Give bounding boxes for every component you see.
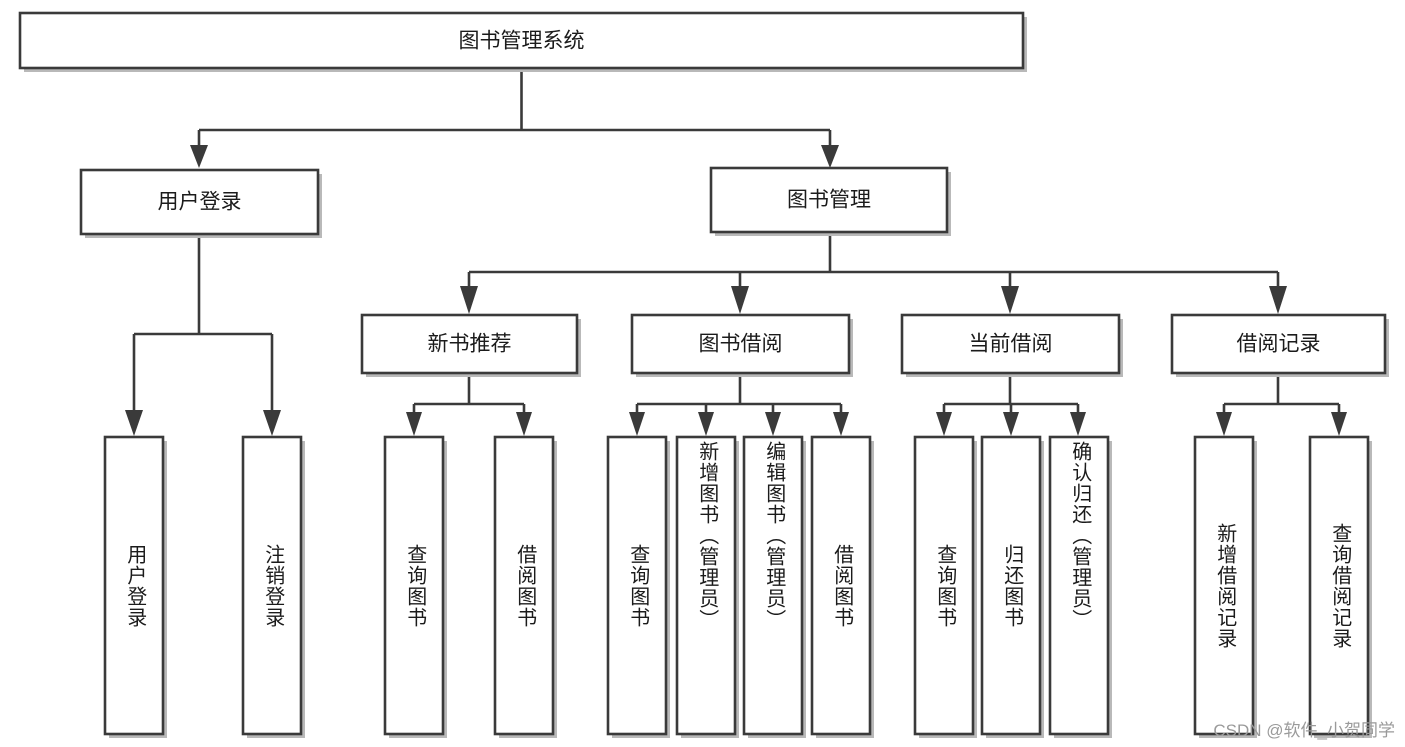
node-leaf-query-record[interactable] <box>1308 435 1370 736</box>
node-book-management[interactable] <box>709 166 949 234</box>
node-new-book-recommend[interactable] <box>360 313 579 375</box>
arrowhead-leaf-user-login <box>125 410 143 436</box>
node-current-borrow[interactable] <box>900 313 1121 375</box>
arrowhead-leaf-add-book <box>698 412 714 436</box>
arrowhead-user-login <box>190 145 208 168</box>
arrowhead-leaf-query-book-2 <box>629 412 645 436</box>
node-book-borrow[interactable] <box>630 313 851 375</box>
label-user-login: 用户登录 <box>158 191 242 214</box>
arrowhead-leaf-query-record <box>1331 412 1347 436</box>
root-node-box[interactable] <box>18 11 1025 70</box>
arrowhead-leaf-borrow-book-2 <box>833 412 849 436</box>
arrowhead-leaf-confirm-return <box>1070 412 1086 436</box>
arrowhead-new-book-recommend <box>460 286 478 314</box>
arrowhead-borrow-record <box>1269 286 1287 314</box>
node-borrow-record[interactable] <box>1170 313 1387 375</box>
node-leaf-user-login[interactable] <box>103 435 165 736</box>
root-node-label: 图书管理系统 <box>459 30 585 53</box>
node-leaf-return-book[interactable] <box>980 435 1042 736</box>
label-book-borrow: 图书借阅 <box>699 333 783 356</box>
arrowhead-leaf-edit-book <box>765 412 781 436</box>
node-leaf-edit-book[interactable] <box>742 435 804 736</box>
connector-layer <box>125 68 1347 436</box>
arrowhead-leaf-query-book-3 <box>936 412 952 436</box>
label-borrow-record: 借阅记录 <box>1237 333 1321 356</box>
arrowhead-leaf-return-book <box>1003 412 1019 436</box>
arrowhead-book-borrow <box>731 286 749 314</box>
node-leaf-borrow-book-2[interactable] <box>810 435 872 736</box>
label-new-book-recommend: 新书推荐 <box>428 333 512 356</box>
arrowhead-leaf-logout <box>263 410 281 436</box>
arrowhead-leaf-add-record <box>1216 412 1232 436</box>
node-leaf-add-record[interactable] <box>1193 435 1255 736</box>
node-leaf-confirm-return[interactable] <box>1048 435 1110 736</box>
arrowhead-leaf-borrow-book-1 <box>516 412 532 436</box>
node-leaf-query-book-1[interactable] <box>383 435 445 736</box>
node-leaf-add-book[interactable] <box>675 435 737 736</box>
node-leaf-logout[interactable] <box>241 435 303 736</box>
node-leaf-query-book-3[interactable] <box>913 435 975 736</box>
label-current-borrow: 当前借阅 <box>969 333 1053 356</box>
arrowhead-leaf-query-book-1 <box>406 412 422 436</box>
node-user-login[interactable] <box>79 168 320 236</box>
node-leaf-query-book-2[interactable] <box>606 435 668 736</box>
arrowhead-current-borrow <box>1001 286 1019 314</box>
arrowhead-book-management <box>821 145 839 168</box>
node-leaf-borrow-book-1[interactable] <box>493 435 555 736</box>
node-layer: 图书管理系统 用户登录 图书管理 新书推荐 图书借阅 当前借阅 借阅记录 <box>18 11 1389 738</box>
label-book-management: 图书管理 <box>787 189 871 212</box>
